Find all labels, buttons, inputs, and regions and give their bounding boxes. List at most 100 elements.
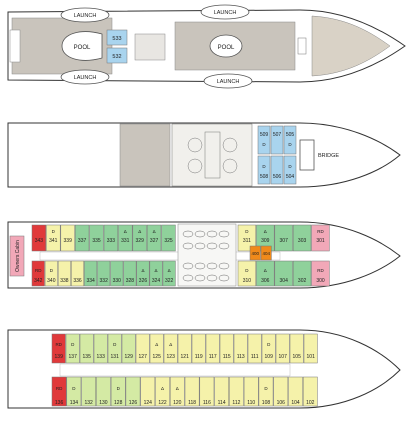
cabin-338[interactable] <box>57 260 71 287</box>
cabin-404[interactable] <box>260 245 272 261</box>
cabin-139[interactable] <box>51 333 66 364</box>
cabin-117[interactable] <box>205 333 220 364</box>
cabin-108[interactable] <box>258 376 274 407</box>
cabin-118[interactable] <box>184 376 200 407</box>
cabin-505[interactable] <box>283 125 297 155</box>
cabin-506[interactable] <box>270 155 284 185</box>
cabin-106[interactable] <box>273 376 289 407</box>
cabin-300[interactable] <box>311 260 330 287</box>
cabin-127[interactable] <box>135 333 150 364</box>
cabin-107[interactable] <box>275 333 290 364</box>
cabin-128[interactable] <box>110 376 126 407</box>
cabin-509[interactable] <box>257 125 271 155</box>
cabin-307[interactable] <box>274 224 293 252</box>
cabin-112-number: 112 <box>232 400 240 406</box>
cabin-508[interactable] <box>257 155 271 185</box>
cabin-116[interactable] <box>199 376 215 407</box>
cabin-310[interactable] <box>237 260 257 287</box>
cabin-126-number: 126 <box>129 400 138 406</box>
cabin-111[interactable] <box>247 333 262 364</box>
cabin-326[interactable] <box>136 260 150 287</box>
cabin-131[interactable] <box>107 333 122 364</box>
cabin-139-type: RD <box>55 342 62 347</box>
lounge-furniture <box>187 131 238 179</box>
cabin-311[interactable] <box>237 224 257 252</box>
cabin-533[interactable] <box>106 29 128 46</box>
cabin-130[interactable] <box>96 376 111 407</box>
cabin-131-number: 131 <box>111 354 120 360</box>
cabin-337[interactable] <box>74 224 90 252</box>
cabin-400[interactable] <box>249 245 261 261</box>
cabin-113[interactable] <box>233 333 248 364</box>
cabin-343[interactable] <box>31 224 47 252</box>
cabin-306[interactable] <box>256 260 275 287</box>
mid-pool-label: POOL <box>218 45 235 51</box>
cabin-509-type: D <box>262 142 266 147</box>
cabin-336[interactable] <box>71 260 85 287</box>
launch-mid-top: LAUNCH <box>200 4 250 20</box>
cabin-136[interactable] <box>51 376 67 407</box>
main-deck-corridor <box>39 251 281 261</box>
cabin-135[interactable] <box>79 333 94 364</box>
cabin-120[interactable] <box>169 376 185 407</box>
cabin-117-number: 117 <box>209 354 217 360</box>
cabin-124[interactable] <box>140 376 156 407</box>
cabin-324[interactable] <box>149 260 163 287</box>
cabin-532[interactable] <box>106 47 128 64</box>
cabin-504[interactable] <box>283 155 297 185</box>
cabin-327[interactable] <box>146 224 162 252</box>
cabin-330[interactable] <box>110 260 124 287</box>
cabin-110[interactable] <box>243 376 259 407</box>
cabin-303[interactable] <box>292 224 312 252</box>
cabin-105[interactable] <box>289 333 304 364</box>
cabin-331[interactable] <box>118 224 133 252</box>
cabin-104[interactable] <box>288 376 303 407</box>
cabin-322[interactable] <box>162 260 176 287</box>
cabin-332[interactable] <box>97 260 111 287</box>
cabin-304[interactable] <box>274 260 293 287</box>
cabin-125[interactable] <box>149 333 164 364</box>
cabin-333[interactable] <box>103 224 119 252</box>
cabin-335[interactable] <box>89 224 104 252</box>
cabin-339[interactable] <box>60 224 75 252</box>
cabin-112[interactable] <box>229 376 244 407</box>
cabin-328[interactable] <box>123 260 137 287</box>
cabin-102[interactable] <box>302 376 318 407</box>
cabin-309-number: 309 <box>261 238 270 244</box>
cabin-109[interactable] <box>261 333 276 364</box>
cabin-110-number: 110 <box>247 400 255 406</box>
cabin-329[interactable] <box>132 224 147 252</box>
cabin-133[interactable] <box>93 333 108 364</box>
cabin-341[interactable] <box>46 224 61 252</box>
cabin-325[interactable] <box>161 224 176 252</box>
cabin-132[interactable] <box>81 376 96 407</box>
cabin-119[interactable] <box>191 333 206 364</box>
cabin-137[interactable] <box>65 333 80 364</box>
cabin-342[interactable] <box>31 260 45 287</box>
cabin-505-number: 505 <box>286 132 295 138</box>
cabin-507[interactable] <box>270 125 284 155</box>
cabin-134[interactable] <box>66 376 82 407</box>
cabin-340[interactable] <box>44 260 58 287</box>
cabin-122[interactable] <box>155 376 170 407</box>
cabin-123[interactable] <box>163 333 178 364</box>
cabin-114[interactable] <box>214 376 229 407</box>
cabin-124-number: 124 <box>144 400 153 406</box>
cabin-340-number: 340 <box>47 278 56 284</box>
cabin-126[interactable] <box>125 376 141 407</box>
cabin-302[interactable] <box>292 260 312 287</box>
cabin-334[interactable] <box>84 260 98 287</box>
cabin-300-type: RD <box>317 268 324 273</box>
cabin-329-type: Δ <box>138 229 141 234</box>
cabin-328-number: 328 <box>126 278 135 284</box>
cabin-101[interactable] <box>303 333 318 364</box>
cabin-121[interactable] <box>177 333 192 364</box>
cabin-129[interactable] <box>121 333 136 364</box>
owners-cabin[interactable] <box>9 235 25 277</box>
cabin-325-number: 325 <box>164 238 173 244</box>
cabin-336-number: 336 <box>73 278 82 284</box>
cabin-115[interactable] <box>219 333 234 364</box>
cabin-301[interactable] <box>311 224 330 252</box>
